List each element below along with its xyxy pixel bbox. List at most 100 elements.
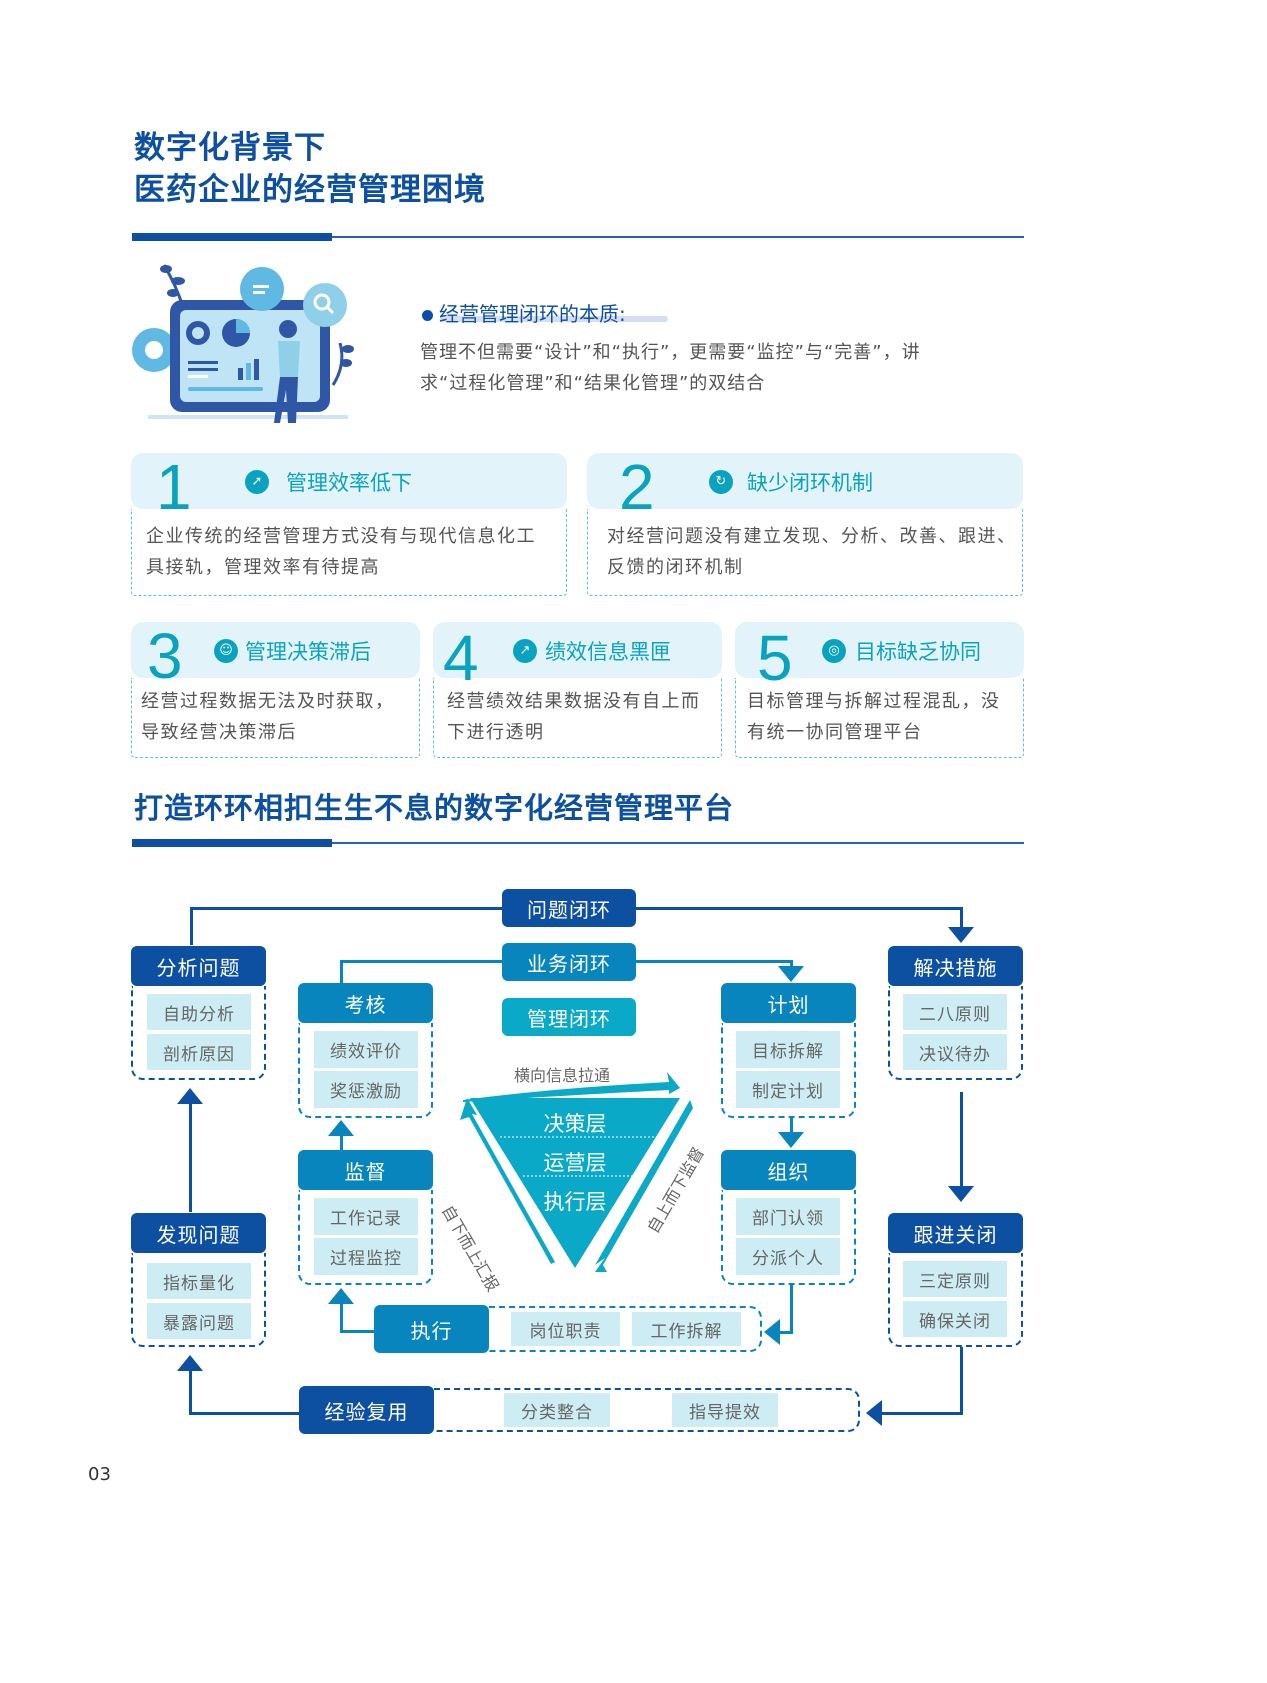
follow-item: 确保关闭 (903, 1301, 1007, 1337)
assess-item: 奖惩激励 (314, 1071, 418, 1108)
solve-item: 二八原则 (903, 994, 1007, 1030)
organize-item: 分派个人 (736, 1238, 840, 1275)
loop-line (636, 960, 792, 963)
loop-line (880, 1412, 963, 1415)
card-number: 2 (619, 451, 655, 523)
card-header (735, 622, 1024, 678)
discover-item: 指标量化 (147, 1263, 251, 1299)
supervise-node: 监督 (298, 1150, 433, 1190)
assess-item: 绩效评价 (314, 1031, 418, 1068)
trend-chart-icon: ↗ (513, 639, 537, 663)
reuse-node: 经验复用 (299, 1386, 434, 1434)
dashboard-illustration (128, 255, 363, 425)
card-header (131, 622, 420, 678)
loop-line (636, 907, 962, 910)
card-text-line1: 对经营问题没有建立发现、分析、改善、跟进、 (607, 526, 1017, 547)
arrow-up-icon (177, 1355, 203, 1371)
loop-line (340, 960, 343, 983)
card-text-line1: 经营绩效结果数据没有自上而 (447, 691, 701, 712)
card-title: 缺少闭环机制 (747, 471, 873, 495)
horizontal-flow-label: 横向信息拉通 (514, 1066, 611, 1085)
discover-item: 暴露问题 (147, 1303, 251, 1339)
card-body (587, 509, 1023, 596)
card-header (587, 453, 1023, 509)
card-number: 3 (147, 620, 183, 692)
follow-group (888, 1253, 1023, 1347)
management-loop-node: 管理闭环 (502, 998, 636, 1036)
card-title: 管理效率低下 (286, 471, 412, 495)
card-title: 目标缺乏协同 (855, 640, 981, 664)
essence-body-line1: 管理不但需要“设计”和“执行”，更需要“监控”与“完善”，讲 (420, 342, 921, 363)
assess-group (298, 1023, 433, 1118)
problem-loop-node: 问题闭环 (502, 889, 636, 927)
arrow-left-icon (764, 1319, 780, 1345)
loop-line (790, 1285, 793, 1333)
loop-line (190, 907, 502, 910)
page-title-line2: 医药企业的经营管理困境 (134, 172, 486, 208)
card-text-line2: 下进行透明 (447, 722, 545, 743)
essence-title: 经营管理闭环的本质: (422, 298, 626, 327)
arrow-up-icon (177, 1088, 203, 1104)
card-text-line2: 导致经营决策滞后 (141, 722, 297, 743)
bullet-icon (422, 310, 433, 321)
loop-line (960, 907, 963, 929)
plan-node: 计划 (721, 983, 856, 1023)
pyramid-layer-decision: 决策层 (543, 1112, 607, 1136)
arrow-down-icon (778, 966, 804, 982)
loop-line (189, 1370, 192, 1414)
platform-rule-thick (132, 839, 332, 847)
plan-group (721, 1023, 856, 1118)
rocket-icon: ➚ (245, 470, 269, 494)
organize-group (721, 1190, 856, 1285)
card-body (131, 509, 567, 596)
discover-node: 发现问题 (131, 1213, 266, 1253)
reuse-item: 分类整合 (504, 1393, 610, 1427)
card-number: 1 (156, 451, 192, 523)
essence-underline (440, 316, 668, 322)
supervise-item: 工作记录 (314, 1198, 418, 1235)
assess-node: 考核 (298, 983, 433, 1023)
loop-line (790, 1118, 793, 1134)
card-header (131, 453, 567, 509)
page-number: 03 (88, 1464, 111, 1485)
card-number: 4 (443, 622, 479, 694)
loop-line (340, 960, 502, 963)
loop-line (189, 1412, 301, 1415)
solve-group (888, 986, 1023, 1080)
analyze-item: 剖析原因 (147, 1034, 251, 1070)
problem-card-1: 1 ➚ 管理效率低下 企业传统的经营管理方式没有与现代信息化工 具接轨，管理效率… (131, 453, 567, 596)
loop-line (340, 1132, 343, 1152)
essence-title-text: 经营管理闭环的本质: (439, 302, 626, 326)
target-icon: ◎ (822, 639, 846, 663)
loop-line (778, 1331, 793, 1334)
loop-line (190, 907, 193, 945)
essence-body-line2: 求“过程化管理”和“结果化管理”的双结合 (420, 373, 766, 394)
user-check-icon: ☺ (214, 639, 238, 663)
reuse-group (434, 1388, 860, 1432)
follow-item: 三定原则 (903, 1261, 1007, 1297)
execute-item: 工作拆解 (632, 1312, 741, 1346)
card-title: 管理决策滞后 (245, 640, 371, 664)
execute-item: 岗位职责 (511, 1312, 620, 1346)
arrow-left-icon (866, 1400, 882, 1426)
card-text-line1: 企业传统的经营管理方式没有与现代信息化工 (146, 526, 536, 547)
page-title-line1: 数字化背景下 (134, 130, 326, 166)
analyze-node: 分析问题 (131, 946, 266, 986)
solve-node: 解决措施 (888, 946, 1023, 986)
loop-line (340, 1330, 376, 1333)
loop-line (960, 1092, 963, 1188)
discover-group (131, 1253, 266, 1347)
problem-card-3: 3 ☺ 管理决策滞后 经营过程数据无法及时获取， 导致经营决策滞后 (131, 622, 420, 758)
card-text-line2: 有统一协同管理平台 (747, 722, 923, 743)
follow-node: 跟进关闭 (888, 1213, 1023, 1253)
arrow-up-icon (328, 1120, 354, 1136)
title-rule-thick (132, 233, 332, 241)
arrow-down-icon (778, 1132, 804, 1148)
pyramid-layer-execution: 执行层 (543, 1190, 607, 1214)
card-body (735, 678, 1024, 758)
loop-line (189, 1100, 192, 1212)
card-text-line1: 目标管理与拆解过程混乱，没 (747, 691, 1001, 712)
organize-item: 部门认领 (736, 1198, 840, 1235)
title-rule-thin (332, 236, 1024, 238)
arrow-down-icon (948, 927, 974, 943)
